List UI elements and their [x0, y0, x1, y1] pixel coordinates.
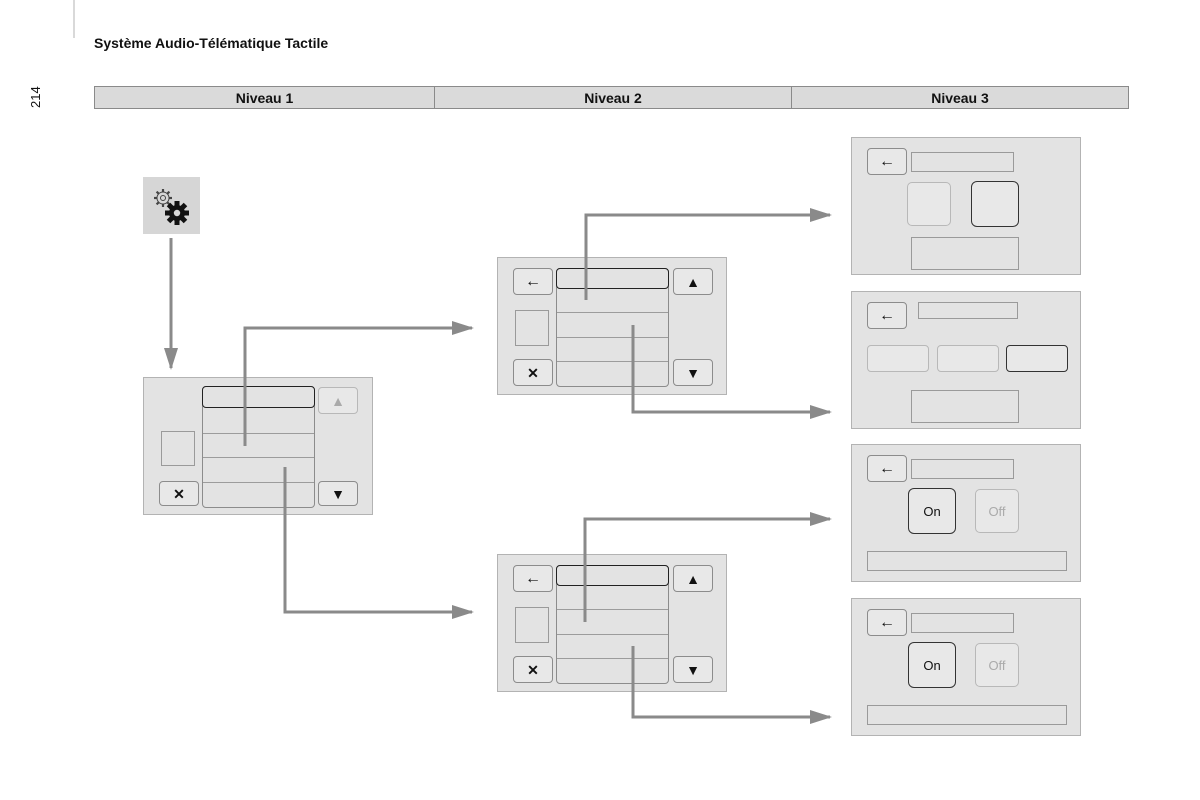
level3-screen-3: ← On Off — [851, 444, 1081, 582]
title-field — [911, 613, 1014, 633]
on-button[interactable]: On — [908, 642, 956, 688]
back-button[interactable]: ← — [867, 455, 907, 482]
list-item[interactable] — [203, 434, 314, 458]
info-field — [911, 237, 1019, 270]
margin-rule — [73, 0, 75, 38]
back-button[interactable]: ← — [867, 148, 907, 175]
off-button[interactable]: Off — [975, 643, 1019, 687]
list-item[interactable] — [557, 289, 668, 313]
placeholder-tile — [161, 431, 195, 466]
back-arrow-icon: ← — [525, 272, 541, 290]
back-button[interactable]: ← — [513, 565, 553, 592]
up-arrow-icon: ▲ — [686, 570, 700, 587]
list-item[interactable] — [557, 586, 668, 610]
back-arrow-icon: ← — [879, 152, 895, 170]
scroll-down-button[interactable]: ▼ — [673, 656, 713, 683]
off-button[interactable]: Off — [975, 489, 1019, 533]
settings-gear-icon[interactable] — [143, 177, 200, 234]
placeholder-tile — [515, 607, 549, 643]
level1-screen: ✕ ▲ ▼ — [143, 377, 373, 515]
list-item[interactable] — [556, 268, 669, 289]
close-button[interactable]: ✕ — [513, 656, 553, 683]
info-field — [867, 551, 1067, 571]
on-button[interactable]: On — [908, 488, 956, 534]
title-field — [911, 152, 1014, 172]
level3-screen-2: ← — [851, 291, 1081, 429]
list-item[interactable] — [557, 313, 668, 338]
close-icon: ✕ — [527, 661, 539, 678]
title-field — [911, 459, 1014, 479]
back-arrow-icon: ← — [879, 613, 895, 631]
menu-list — [556, 268, 669, 387]
scroll-up-button[interactable]: ▲ — [673, 565, 713, 592]
back-arrow-icon: ← — [525, 569, 541, 587]
document-title: Système Audio-Télématique Tactile — [94, 35, 329, 51]
back-button[interactable]: ← — [513, 268, 553, 295]
list-item[interactable] — [557, 635, 668, 659]
list-item[interactable] — [557, 610, 668, 635]
scroll-up-button[interactable]: ▲ — [673, 268, 713, 295]
level2-screen-top: ← ✕ ▲ ▼ — [497, 257, 727, 395]
close-button[interactable]: ✕ — [513, 359, 553, 386]
option-button[interactable] — [867, 345, 929, 372]
info-field — [867, 705, 1067, 725]
down-arrow-icon: ▼ — [331, 485, 345, 502]
option-button-selected[interactable] — [971, 181, 1019, 227]
level-1-heading: Niveau 1 — [95, 87, 435, 108]
scroll-down-button[interactable]: ▼ — [673, 359, 713, 386]
close-icon: ✕ — [527, 364, 539, 381]
option-button[interactable] — [937, 345, 999, 372]
back-button[interactable]: ← — [867, 609, 907, 636]
scroll-down-button[interactable]: ▼ — [318, 481, 358, 506]
back-button[interactable]: ← — [867, 302, 907, 329]
level-3-heading: Niveau 3 — [931, 89, 989, 106]
list-item[interactable] — [203, 458, 314, 483]
title-field — [918, 302, 1018, 319]
list-item[interactable] — [203, 408, 314, 434]
list-item[interactable] — [202, 386, 315, 408]
up-arrow-icon: ▲ — [686, 273, 700, 290]
list-item[interactable] — [557, 338, 668, 362]
close-button[interactable]: ✕ — [159, 481, 199, 506]
menu-list — [202, 386, 315, 508]
back-arrow-icon: ← — [879, 459, 895, 477]
down-arrow-icon: ▼ — [686, 364, 700, 381]
placeholder-tile — [515, 310, 549, 346]
close-icon: ✕ — [173, 485, 185, 502]
down-arrow-icon: ▼ — [686, 661, 700, 678]
option-button[interactable] — [907, 182, 951, 226]
back-arrow-icon: ← — [879, 306, 895, 324]
scroll-up-button[interactable]: ▲ — [318, 387, 358, 414]
level2-screen-bottom: ← ✕ ▲ ▼ — [497, 554, 727, 692]
level3-screen-1: ← — [851, 137, 1081, 275]
up-arrow-icon: ▲ — [331, 392, 345, 409]
page-number: 214 — [28, 86, 43, 108]
level3-screen-4: ← On Off — [851, 598, 1081, 736]
menu-list — [556, 565, 669, 684]
level-2-heading: Niveau 2 — [435, 87, 792, 108]
info-field — [911, 390, 1019, 423]
option-button-selected[interactable] — [1006, 345, 1068, 372]
list-item[interactable] — [556, 565, 669, 586]
level-header: Niveau 1 Niveau 2 Niveau 3 — [94, 86, 1129, 109]
